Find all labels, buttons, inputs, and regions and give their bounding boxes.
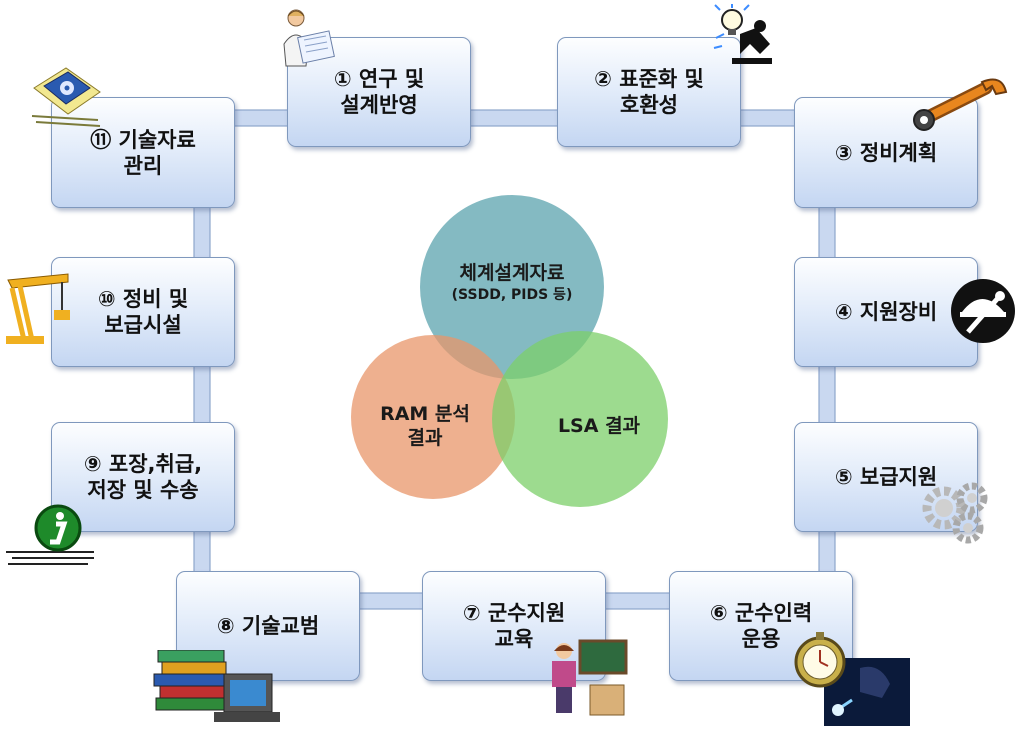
gears-icon bbox=[922, 482, 988, 544]
step-3-label: ③ 정비계획 bbox=[834, 140, 938, 165]
venn-top-title: 체계설계자료 bbox=[459, 262, 565, 284]
teacher-icon bbox=[552, 639, 628, 716]
engineer-blueprint-icon bbox=[283, 9, 335, 67]
step-2-box: ② 표준화 및 호환성 bbox=[557, 37, 741, 147]
venn-left-line1: RAM 분석 bbox=[380, 403, 470, 425]
venn-left-line2: 결과 bbox=[407, 427, 443, 449]
step-5-label: ⑤ 보급지원 bbox=[834, 465, 938, 489]
books-computer-icon bbox=[153, 650, 280, 722]
step-10-box: ⑩ 정비 및 보급시설 bbox=[51, 257, 235, 367]
step-1-label: ① 연구 및 설계반영 bbox=[333, 67, 425, 117]
info-icon bbox=[6, 504, 94, 565]
venn-circle-design-data bbox=[420, 195, 604, 379]
step-11-label: ⑪ 기술자료 관리 bbox=[90, 127, 196, 178]
step-2-label: ② 표준화 및 호환성 bbox=[594, 67, 704, 117]
stopwatch-welder-icon bbox=[794, 632, 910, 726]
crane-icon bbox=[6, 273, 70, 344]
step-9-label: ⑨ 포장,취급, 저장 및 수송 bbox=[83, 452, 203, 502]
venn-right-label: LSA 결과 bbox=[557, 415, 641, 437]
wrench-icon bbox=[913, 78, 1008, 131]
step-10-label: ⑩ 정비 및 보급시설 bbox=[97, 287, 189, 337]
step-8-label: ⑧ 기술교범 bbox=[216, 614, 320, 638]
venn-top-subtitle: (SSDD, PIDS 등) bbox=[451, 287, 573, 303]
lightbulb-worker-icon bbox=[713, 4, 772, 64]
step-3-box: ③ 정비계획 bbox=[794, 97, 978, 208]
floppy-disk-icon bbox=[31, 67, 101, 127]
venn-circle-ram bbox=[351, 335, 515, 499]
step-9-box: ⑨ 포장,취급, 저장 및 수송 bbox=[51, 422, 235, 532]
hardhat-tool-icon bbox=[951, 279, 1015, 343]
venn-circle-lsa bbox=[492, 331, 668, 507]
step-4-box: ④ 지원장비 bbox=[794, 257, 978, 367]
step-11-box: ⑪ 기술자료 관리 bbox=[51, 97, 235, 208]
step-7-label: ⑦ 군수지원 교육 bbox=[462, 601, 566, 651]
step-4-label: ④ 지원장비 bbox=[834, 300, 938, 324]
step-6-label: ⑥ 군수인력 운용 bbox=[709, 601, 813, 651]
